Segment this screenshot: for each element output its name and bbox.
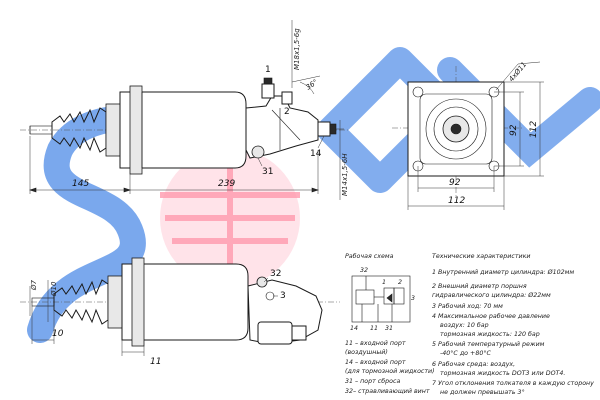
holes-leader-2 (517, 61, 541, 65)
scheme-port-31: 31 (385, 325, 393, 332)
part-32-leader (263, 277, 269, 283)
thread-side-label: M14x1,5-6H (341, 153, 349, 196)
scheme-port-1: 1 (382, 279, 386, 286)
legend-line: 14 – входной порт (345, 359, 406, 366)
boot-collar-bottom (107, 275, 123, 329)
cylinder-flange-bottom (131, 257, 145, 347)
legend-line: (воздушный) (345, 349, 388, 356)
part-31-leader (257, 157, 263, 167)
dim-112h-label: 112 (448, 196, 465, 206)
part-31-label: 31 (262, 167, 273, 177)
spec-line: 6 Рабочая среда: воздух, (432, 360, 515, 368)
working-scheme: Рабочая схема 32 1 2 3 14 11 31 (345, 252, 415, 332)
scheme-port-11: 11 (370, 325, 378, 332)
spec-line: 2 Внешний диаметр поршня (432, 283, 527, 290)
dim-239-arrow-right (311, 187, 319, 193)
flange-ring-mid (433, 106, 479, 152)
spec-line: не должен превышать 3° (440, 388, 525, 396)
scheme-valve-a (383, 287, 395, 305)
scheme-port-14: 14 (350, 325, 358, 332)
spec-line: гидравлического цилиндра: Ø22мм (432, 291, 551, 299)
dim-112v-label: 112 (529, 121, 539, 138)
bleed-screw-32 (256, 276, 268, 288)
dim-239-label: 239 (218, 179, 235, 189)
angle-line (291, 75, 321, 83)
spec-line: воздух: 10 бар (440, 321, 489, 329)
bottom-side-view: 32 3 Ø7 Ø10 10 11 (20, 257, 340, 367)
spec-line: 4 Максимальное рабочее давление (432, 312, 550, 320)
hydraulic-detail-1 (271, 109, 301, 141)
spec-line: 3 Рабочий ход: 70 мм (432, 302, 503, 310)
legend-line: 31 – порт сброса (345, 377, 400, 385)
technical-specs: Технические характеристики 1 Внутренний … (432, 253, 594, 396)
dim-145-label: 145 (72, 179, 89, 189)
scheme-arrow (386, 293, 393, 303)
spec-line: -40°С до +80°С (440, 349, 491, 357)
spec-line: 7 Угол отклонения толкателя в каждую сто… (432, 380, 594, 387)
cylinder-flange (129, 85, 143, 175)
port-legend: 11 – входной порт (воздушный) 14 – входн… (345, 340, 435, 395)
valve-block-bottom (257, 321, 293, 345)
scheme-frame (351, 275, 411, 323)
part-14-leader (317, 135, 325, 149)
fitting-bottom (291, 325, 307, 341)
dim-10-label: 10 (52, 329, 64, 339)
flange-inner-square (419, 93, 493, 165)
port-14-nut (329, 123, 337, 135)
watermark-globe-stripes (160, 150, 300, 286)
dim-92v-label: 92 (509, 124, 519, 136)
cylinder-body-bottom (121, 263, 249, 341)
legend-line: 11 – входной порт (345, 340, 406, 347)
port-1-fitting (261, 83, 275, 99)
cylinder-body (119, 91, 247, 169)
legend-line: (для тормозной жидкости) (345, 368, 435, 375)
dia10-label: Ø10 (50, 281, 58, 297)
flange-ring-outer (425, 98, 487, 160)
spec-line: 1 Внутренний диаметр цилиндра: Ø102мм (432, 268, 574, 276)
part-14-label: 14 (310, 149, 322, 159)
port-14-fitting (317, 121, 331, 137)
part-1-label: 1 (265, 65, 271, 75)
dia7-label: Ø7 (30, 279, 38, 291)
flange-rod (450, 123, 462, 135)
spec-line: тормозная жидкость DOT3 или DOT4. (440, 370, 565, 377)
spec-line: тормозная жидкость: 120 бар (440, 330, 540, 338)
angle-label: 36° (305, 78, 320, 92)
part-2-label: 2 (284, 107, 290, 117)
dim-11-label: 11 (150, 357, 161, 367)
legend-line: 32– стравливающий винт (345, 388, 430, 395)
specs-title: Технические характеристики (432, 253, 530, 260)
bolt-hole-tl (412, 86, 424, 98)
part-3-label: 3 (280, 291, 286, 301)
port-2-fitting (281, 91, 293, 105)
scheme-title: Рабочая схема (345, 252, 394, 260)
top-side-view: M18x1,5-6g 36° M14x1,5-6H 1 2 14 31 145 … (20, 20, 350, 200)
scheme-port-2: 2 (398, 279, 402, 286)
part-32-label: 32 (270, 269, 281, 279)
scheme-valve-b (393, 287, 405, 305)
port-31-valve (251, 145, 265, 159)
scheme-cylinder (355, 289, 375, 305)
angle-arc (299, 81, 315, 95)
boot-collar (105, 103, 121, 157)
thread-top-label: M18x1,5-6g (293, 28, 301, 70)
scheme-port-32: 32 (360, 267, 368, 274)
scheme-port-3: 3 (411, 295, 415, 302)
dim-145-arrow-left (29, 187, 37, 193)
holes-leader (495, 63, 519, 91)
flange-front-view: 4xØ11 92 112 92 112 (392, 61, 544, 210)
dim-145-arrow-right (123, 187, 131, 193)
spec-line: 5 Рабочий температурный режим (432, 340, 545, 348)
dim-92h-label: 92 (449, 178, 461, 188)
port-1-nut (263, 77, 273, 85)
